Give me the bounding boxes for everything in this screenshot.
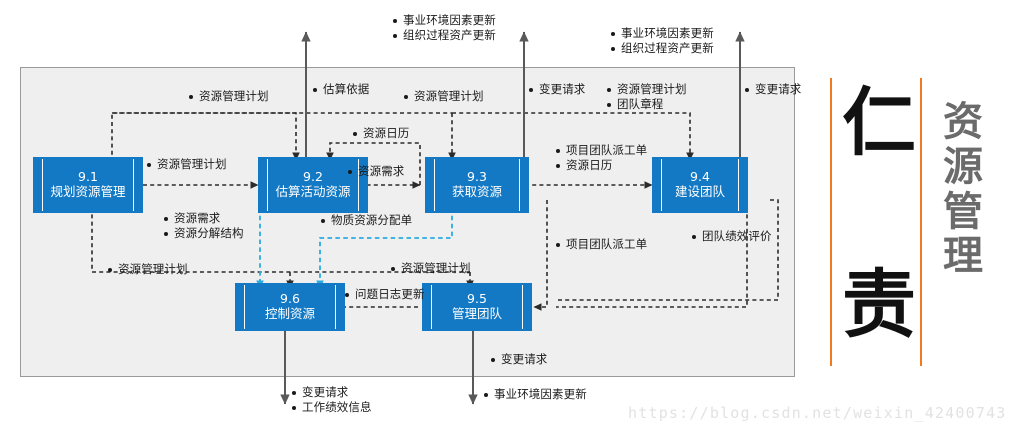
process-name: 获取资源 bbox=[451, 184, 502, 199]
process-box-9-1[interactable]: 9.1 规划资源管理 bbox=[33, 157, 143, 213]
label-line: 问题日志更新 bbox=[345, 287, 425, 302]
label-line: 资源分解结构 bbox=[164, 226, 244, 241]
flow-label-bottom-out-95: 事业环境因素更新 bbox=[484, 387, 587, 402]
flow-label-bottom-out-96: 变更请求 工作绩效信息 bbox=[292, 385, 372, 415]
process-group-panel bbox=[20, 67, 795, 377]
flow-label-top-out-1: 事业环境因素更新 组织过程资产更新 bbox=[393, 13, 496, 43]
label-line: 资源需求 bbox=[164, 211, 244, 226]
title-panel: 仁 责 资 源 管 理 bbox=[812, 72, 1002, 372]
process-number: 9.6 bbox=[280, 291, 300, 307]
flow-label-issue-log-update: 问题日志更新 bbox=[345, 287, 425, 302]
label-line: 资源日历 bbox=[556, 158, 647, 173]
label-line: 变更请求 bbox=[491, 352, 547, 367]
process-name: 建设团队 bbox=[674, 184, 725, 199]
process-number: 9.2 bbox=[303, 169, 323, 185]
label-line: 项目团队派工单 bbox=[556, 143, 647, 158]
flow-label-plan-95-96: 资源管理计划 bbox=[391, 261, 471, 276]
flow-label-team-assignment-2: 项目团队派工单 bbox=[556, 237, 647, 252]
label-line: 团队章程 bbox=[607, 97, 687, 112]
label-line: 资源日历 bbox=[353, 126, 409, 141]
process-box-9-3[interactable]: 9.3 获取资源 bbox=[425, 157, 529, 213]
vertical-title-char: 源 bbox=[943, 143, 983, 190]
label-line: 资源管理计划 bbox=[404, 89, 484, 104]
process-name: 规划资源管理 bbox=[50, 184, 126, 199]
label-line: 变更请求 bbox=[745, 82, 801, 97]
label-line: 估算依据 bbox=[313, 82, 369, 97]
flow-label-material-allocation: 物质资源分配单 bbox=[321, 213, 412, 228]
process-box-9-6[interactable]: 9.6 控制资源 bbox=[235, 283, 345, 331]
flow-label-change-request-95: 变更请求 bbox=[491, 352, 547, 367]
hero-char-top: 仁 bbox=[842, 80, 916, 166]
process-box-9-2[interactable]: 9.2 估算活动资源 bbox=[258, 157, 368, 213]
flow-label-resource-need-wbs: 资源需求 资源分解结构 bbox=[164, 211, 244, 241]
accent-rule-left bbox=[830, 78, 832, 366]
process-name: 控制资源 bbox=[264, 306, 315, 321]
flow-label-plan-top: 资源管理计划 bbox=[189, 89, 269, 104]
label-line: 资源管理计划 bbox=[108, 262, 188, 277]
process-name: 管理团队 bbox=[451, 306, 502, 321]
label-line: 组织过程资产更新 bbox=[393, 28, 496, 43]
flow-label-change-request-1: 变更请求 bbox=[529, 82, 585, 97]
label-line: 组织过程资产更新 bbox=[611, 41, 714, 56]
label-line: 事业环境因素更新 bbox=[611, 26, 714, 41]
label-line: 变更请求 bbox=[529, 82, 585, 97]
flow-label-team-performance: 团队绩效评价 bbox=[692, 229, 772, 244]
label-line: 物质资源分配单 bbox=[321, 213, 412, 228]
process-number: 9.4 bbox=[690, 169, 710, 185]
flow-label-top-out-2: 事业环境因素更新 组织过程资产更新 bbox=[611, 26, 714, 56]
vertical-title: 资 源 管 理 bbox=[932, 100, 994, 279]
process-box-9-5[interactable]: 9.5 管理团队 bbox=[422, 283, 532, 331]
label-line: 团队绩效评价 bbox=[692, 229, 772, 244]
vertical-title-char: 资 bbox=[943, 99, 983, 145]
flow-label-plan-to-93: 资源管理计划 bbox=[404, 89, 484, 104]
flow-label-resource-need-92-93: 资源需求 bbox=[348, 164, 404, 179]
process-box-9-4[interactable]: 9.4 建设团队 bbox=[652, 157, 748, 213]
process-name: 估算活动资源 bbox=[275, 184, 351, 199]
label-line: 资源管理计划 bbox=[391, 261, 471, 276]
label-line: 事业环境因素更新 bbox=[484, 387, 587, 402]
process-number: 9.1 bbox=[78, 169, 98, 185]
flow-label-team-assignment: 项目团队派工单 资源日历 bbox=[556, 143, 647, 173]
accent-rule-right bbox=[920, 78, 922, 366]
flow-label-plan-91-92: 资源管理计划 bbox=[147, 157, 227, 172]
label-line: 项目团队派工单 bbox=[556, 237, 647, 252]
label-line: 变更请求 bbox=[292, 385, 372, 400]
label-line: 资源管理计划 bbox=[189, 89, 269, 104]
flow-label-plan-charter: 资源管理计划 团队章程 bbox=[607, 82, 687, 112]
label-line: 资源管理计划 bbox=[607, 82, 687, 97]
label-line: 资源需求 bbox=[348, 164, 404, 179]
flow-label-change-request-2: 变更请求 bbox=[745, 82, 801, 97]
hero-char-bottom: 责 bbox=[842, 262, 916, 348]
process-number: 9.3 bbox=[467, 169, 487, 185]
process-number: 9.5 bbox=[467, 291, 487, 307]
label-line: 工作绩效信息 bbox=[292, 400, 372, 415]
label-line: 资源管理计划 bbox=[147, 157, 227, 172]
vertical-title-char: 理 bbox=[943, 233, 983, 280]
flow-label-resource-calendar: 资源日历 bbox=[353, 126, 409, 141]
vertical-title-char: 管 bbox=[943, 188, 983, 235]
label-line: 事业环境因素更新 bbox=[393, 13, 496, 28]
flow-label-estimate-basis: 估算依据 bbox=[313, 82, 369, 97]
flow-label-plan-91-96: 资源管理计划 bbox=[108, 262, 188, 277]
watermark: https://blog.csdn.net/weixin_42400743 bbox=[628, 404, 1007, 422]
